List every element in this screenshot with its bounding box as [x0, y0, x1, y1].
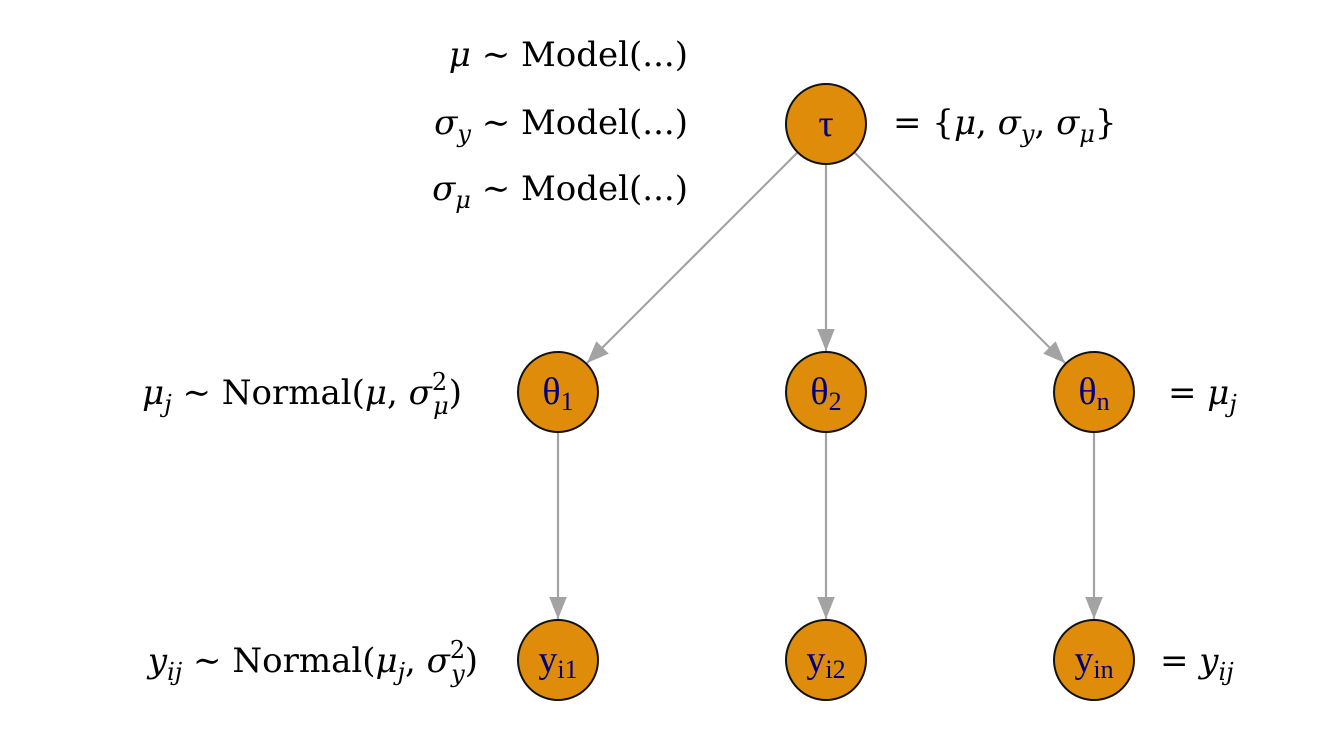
subscript: ij	[167, 658, 183, 686]
math-symbol: μ	[954, 103, 976, 143]
math-text: ∼ Model(...)	[471, 103, 688, 143]
node-circle	[785, 351, 867, 433]
node-thetan: θn	[1053, 351, 1135, 433]
node-symbol: y	[538, 639, 557, 681]
math-text: ,	[1034, 103, 1056, 143]
math-symbol: σ	[998, 103, 1022, 143]
annotation-prior-sigma-mu: σμ ∼ Model(...)	[432, 169, 688, 214]
math-symbol: σ	[434, 103, 458, 143]
node-label: τ	[818, 103, 833, 145]
node-subscript: i2	[825, 655, 845, 684]
math-text: ∼ Model(...)	[471, 35, 688, 75]
subscript: μ	[455, 186, 471, 214]
math-text: = {	[893, 103, 954, 143]
math-text: ,	[405, 641, 427, 681]
math-symbol: σ	[432, 169, 456, 209]
node-label: yi2	[806, 639, 845, 684]
annotation-y-def: = yij	[1160, 641, 1234, 686]
node-symbol: y	[1074, 639, 1093, 681]
node-label: yin	[1074, 639, 1113, 684]
subscript: y	[456, 120, 471, 148]
annotation-theta-def: = μj	[1168, 373, 1237, 418]
node-subscript: i1	[557, 655, 577, 684]
math-text: =	[1160, 641, 1199, 681]
math-symbol: σ	[409, 373, 433, 413]
math-text: ∼ Normal(	[172, 373, 365, 413]
math-text: ,	[387, 373, 409, 413]
math-symbol: μ	[365, 373, 387, 413]
node-symbol: y	[806, 639, 825, 681]
subscript: μ	[1079, 120, 1095, 148]
node-subscript: in	[1093, 655, 1113, 684]
superscript: 2	[450, 636, 465, 664]
node-symbol: θ	[810, 371, 828, 413]
node-circle	[517, 351, 599, 433]
math-text: ,	[976, 103, 998, 143]
math-symbol: μ	[449, 35, 471, 75]
math-text: )	[465, 641, 478, 681]
math-symbol: μ	[142, 373, 164, 413]
node-symbol: τ	[818, 103, 833, 145]
node-subscript: n	[1097, 387, 1110, 416]
node-circle	[785, 619, 867, 701]
node-subscript: 1	[561, 387, 574, 416]
annotation-prior-mu: μ ∼ Model(...)	[449, 35, 688, 75]
node-circle	[517, 619, 599, 701]
node-circle	[785, 83, 867, 165]
math-symbol: μ	[1207, 373, 1229, 413]
subscript: ij	[1219, 658, 1235, 686]
node-label: yi1	[538, 639, 577, 684]
math-text: =	[1168, 373, 1207, 413]
node-symbol: θ	[542, 371, 560, 413]
math-text: )	[449, 373, 462, 413]
node-label: θ2	[810, 371, 841, 416]
node-label: θn	[1078, 371, 1109, 416]
math-symbol: σ	[427, 641, 451, 681]
math-text: ∼ Model(...)	[471, 169, 688, 209]
node-yi2: yi2	[785, 619, 867, 701]
annotations: μ ∼ Model(...)σy ∼ Model(...)σμ ∼ Model(…	[142, 35, 1237, 688]
math-symbol: σ	[1056, 103, 1080, 143]
edges	[549, 151, 1103, 619]
node-label: θ1	[542, 371, 573, 416]
node-yi1: yi1	[517, 619, 599, 701]
node-theta2: θ2	[785, 351, 867, 433]
subscript: y	[1020, 120, 1035, 148]
node-circle	[1053, 351, 1135, 433]
math-symbol: μ	[375, 641, 397, 681]
node-subscript: 2	[829, 387, 842, 416]
node-yin: yin	[1053, 619, 1135, 701]
node-circle	[1053, 619, 1135, 701]
edge-tau-thetan	[853, 151, 1066, 364]
math-symbol: y	[146, 641, 168, 681]
node-theta1: θ1	[517, 351, 599, 433]
subscript: μ	[433, 392, 449, 420]
node-tau: τ	[785, 83, 867, 165]
math-text: }	[1095, 103, 1117, 143]
math-symbol: y	[1197, 641, 1219, 681]
annotation-tau-def: = {μ, σy, σμ}	[893, 103, 1117, 148]
math-text: ∼ Normal(	[182, 641, 375, 681]
annotation-prior-sigma-y: σy ∼ Model(...)	[434, 103, 688, 148]
edge-tau-theta1	[586, 151, 799, 364]
node-symbol: θ	[1078, 371, 1096, 413]
subscript: y	[450, 660, 465, 688]
superscript: 2	[432, 368, 447, 396]
